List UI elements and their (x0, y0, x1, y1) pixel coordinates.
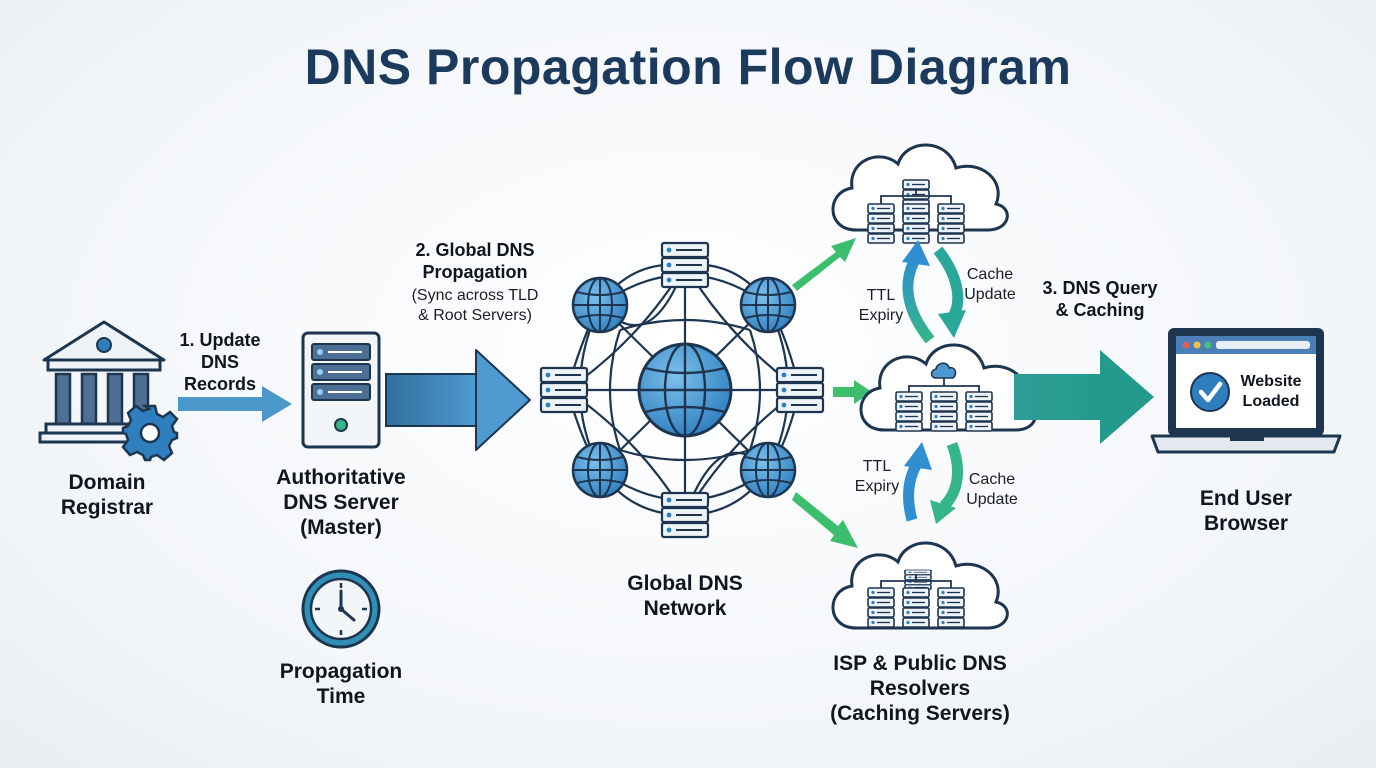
step3-label: 3. DNS Query & Caching (1042, 278, 1158, 320)
resolvers-label: ISP & Public DNS Resolvers (Caching Serv… (830, 652, 1010, 725)
resolver-arrows (792, 238, 872, 548)
server-rack-icon (660, 491, 710, 539)
propagation-arrow (385, 349, 531, 451)
step2-sub-label: (Sync across TLD & Root Servers) (411, 287, 539, 324)
cache-cycle-arrows (902, 240, 966, 344)
query-arrow (1014, 350, 1154, 444)
browser-screen-text: Website Loaded (1240, 373, 1302, 410)
server-rack-icon (775, 366, 825, 414)
ttl-expiry-bottom-label: TTL Expiry (854, 458, 900, 495)
clock-icon (301, 569, 381, 649)
cloud-server-icon (831, 143, 1009, 232)
step2-label: 2. Global DNS Propagation (415, 240, 535, 282)
propagation-time-label: Propagation Time (279, 660, 403, 708)
globe-icon (571, 441, 629, 499)
ttl-expiry-top-label: TTL Expiry (858, 287, 904, 324)
cache-update-top-label: Cache Update (964, 266, 1016, 303)
global-network-label: Global DNS Network (627, 572, 743, 620)
globe-icon (637, 342, 733, 438)
server-rack-icon (539, 366, 589, 414)
globe-icon (739, 276, 797, 334)
cloud-rack-group (867, 190, 965, 244)
bank-icon (38, 320, 166, 444)
step1-label: 1. Update DNS Records (179, 330, 261, 394)
server-tower-icon (301, 331, 381, 449)
globe-icon (571, 276, 629, 334)
cloud-rack-group (867, 569, 965, 628)
update-arrow (178, 386, 292, 422)
cloud-rack-group (895, 362, 993, 432)
auth-server-label: Authoritative DNS Server (Master) (276, 466, 406, 539)
cache-cycle-arrows (903, 442, 963, 524)
checkmark-icon (1190, 372, 1230, 412)
globe-icon (739, 441, 797, 499)
page-title: DNS Propagation Flow Diagram (304, 39, 1072, 95)
cache-update-bottom-label: Cache Update (966, 471, 1018, 508)
browser-label: End User Browser (1199, 487, 1293, 535)
registrar-label: Domain Registrar (60, 471, 154, 519)
gear-icon (121, 404, 179, 462)
server-rack-icon (660, 241, 710, 289)
